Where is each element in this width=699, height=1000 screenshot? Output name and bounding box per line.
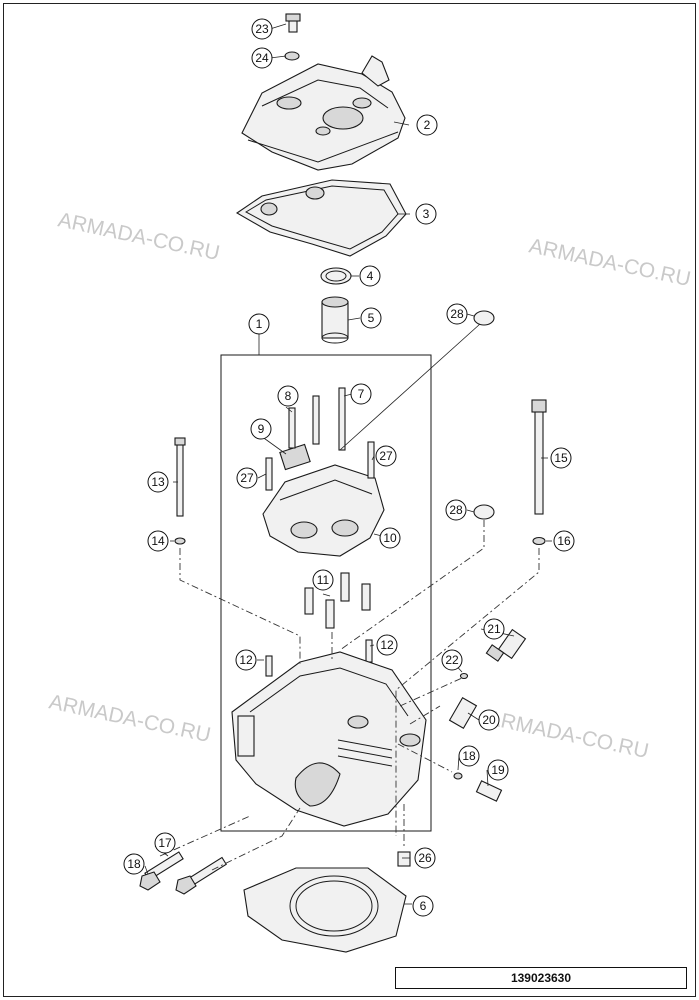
svg-text:18: 18 [127, 857, 141, 871]
bolt-18a [139, 871, 161, 891]
cylinder-head-gasket [243, 867, 407, 953]
svg-text:7: 7 [358, 387, 365, 401]
svg-text:21: 21 [487, 622, 501, 636]
callout-22: 21 [483, 618, 505, 640]
sensor-20 [475, 780, 503, 802]
svg-text:12: 12 [239, 653, 253, 667]
bolt-18b [175, 875, 197, 895]
svg-text:17: 17 [158, 836, 172, 850]
seal-ring-23 [459, 672, 469, 680]
svg-text:12: 12 [380, 638, 394, 652]
callout-17: 17 [154, 832, 176, 854]
callout-14: 14 [147, 530, 169, 552]
callout-4: 4 [359, 265, 381, 287]
callout-3: 3 [415, 203, 437, 225]
callout-24: 23 [251, 18, 273, 40]
svg-text:8: 8 [285, 389, 292, 403]
bolt-24 [285, 13, 301, 33]
svg-text:23: 23 [255, 22, 269, 36]
svg-text:27: 27 [379, 449, 393, 463]
o-ring-28-top [473, 310, 495, 326]
svg-text:14: 14 [151, 534, 165, 548]
callout-5: 5 [360, 307, 382, 329]
cylinder-head [231, 651, 427, 827]
svg-text:24: 24 [255, 51, 269, 65]
callout-2: 2 [416, 114, 438, 136]
callout-26: 26 [414, 847, 436, 869]
svg-text:3: 3 [423, 207, 430, 221]
callout-23: 22 [441, 649, 463, 671]
svg-text:28: 28 [449, 503, 463, 517]
svg-text:2: 2 [424, 118, 431, 132]
svg-text:15: 15 [554, 451, 568, 465]
callout-18: 18 [123, 853, 145, 875]
svg-text:10: 10 [383, 531, 397, 545]
svg-text:6: 6 [420, 899, 427, 913]
svg-text:18: 18 [462, 749, 476, 763]
washer-16 [532, 536, 546, 546]
cylinder-head-group-frame [220, 354, 432, 832]
callout-20: 19 [487, 759, 509, 781]
svg-text:11: 11 [317, 573, 330, 587]
svg-text:13: 13 [151, 475, 165, 489]
callout-16: 16 [553, 530, 575, 552]
svg-text:16: 16 [557, 534, 571, 548]
svg-text:28: 28 [450, 307, 464, 321]
callout-9: 9 [250, 418, 272, 440]
spark-plug-shaft-5 [321, 296, 349, 344]
svg-text:26: 26 [418, 851, 432, 865]
svg-text:20: 20 [482, 713, 496, 727]
dowel-sleeve-26 [397, 851, 411, 867]
callout-7: 7 [350, 383, 372, 405]
svg-text:27: 27 [240, 471, 254, 485]
svg-text:19: 19 [491, 763, 505, 777]
callout-10: 10 [379, 527, 401, 549]
valve-cover-gasket [235, 179, 407, 257]
callout-21: 20 [478, 709, 500, 731]
svg-text:22: 22 [445, 653, 459, 667]
callout-12: 12 [376, 634, 398, 656]
callout-27: 27 [375, 445, 397, 467]
diagram-frame [3, 3, 696, 997]
svg-text:4: 4 [367, 269, 374, 283]
callout-19: 18 [458, 745, 480, 767]
camshaft-carrier [262, 387, 385, 557]
svg-text:9: 9 [258, 422, 265, 436]
callout-28: 28 [445, 499, 467, 521]
svg-text:5: 5 [368, 311, 375, 325]
callout-27: 27 [236, 467, 258, 489]
washer-14 [174, 537, 186, 545]
reference-number: 139023630 [395, 967, 687, 989]
callout-12: 12 [235, 649, 257, 671]
callout-28: 28 [446, 303, 468, 325]
temperature-sensor-22 [485, 628, 527, 662]
pin-12-left [265, 655, 273, 677]
dowel-sleeves-11 [304, 572, 371, 629]
svg-text:1: 1 [256, 317, 263, 331]
callout-13: 13 [147, 471, 169, 493]
callout-8: 8 [277, 385, 299, 407]
seal-ring-19 [453, 772, 463, 780]
o-ring-28-middle [473, 504, 495, 520]
callout-11: 11 [312, 569, 334, 591]
callout-6: 6 [412, 895, 434, 917]
connector-21 [448, 696, 478, 730]
callout-25: 24 [251, 47, 273, 69]
valve-cover [241, 55, 406, 171]
callout-15: 15 [550, 447, 572, 469]
callout-1: 1 [248, 313, 270, 335]
